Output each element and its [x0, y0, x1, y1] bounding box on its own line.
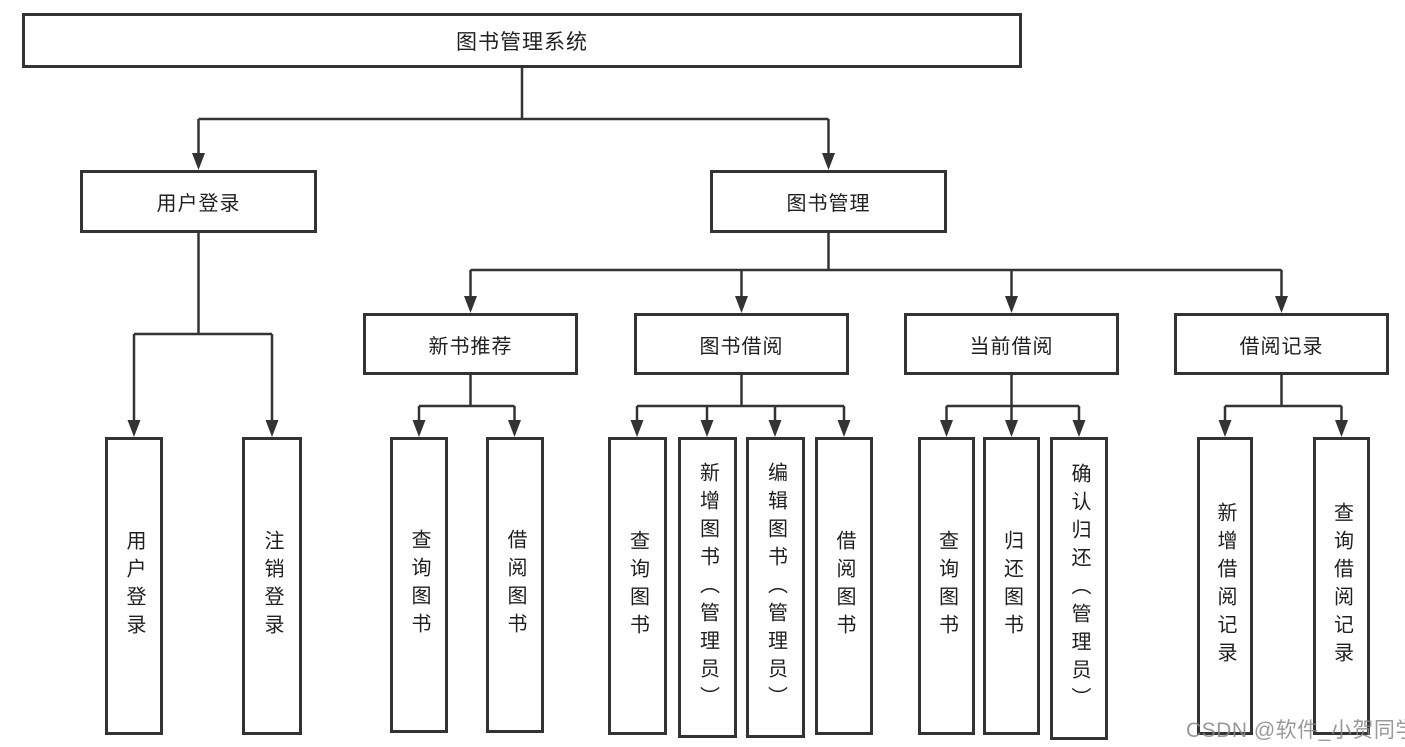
leaf-label: 查询图书 [626, 530, 649, 642]
leaf-label: 确认归还（管理员） [1068, 462, 1090, 715]
edge-current-children [945, 375, 1081, 420]
leaf-add-books-admin: 新增图书（管理员） [678, 437, 737, 738]
arrowhead-icon [837, 420, 851, 437]
node-library-management-system: 图书管理系统 [22, 13, 1022, 68]
leaf-query-books-current: 查询图书 [918, 437, 975, 735]
node-new-book-recommendation: 新书推荐 [363, 313, 578, 375]
csdn-watermark: CSDN @软件_小贺同学 [1186, 719, 1405, 742]
leaf-label: 用户登录 [123, 530, 145, 642]
arrowhead-icon [265, 420, 279, 437]
leaf-query-books-newbook: 查询图书 [390, 437, 448, 733]
leaf-label: 借阅图书 [504, 529, 526, 641]
edge-root-to-level2 [197, 68, 830, 153]
arrowhead-icon [630, 420, 644, 437]
arrowhead-icon [464, 296, 477, 313]
arrowhead-icon [700, 420, 714, 437]
arrowhead-icon [940, 420, 953, 437]
edge-borrow-children [635, 375, 846, 420]
leaf-query-borrow-record: 查询借阅记录 [1313, 437, 1370, 735]
node-book-borrowing: 图书借阅 [634, 313, 849, 375]
edge-bookmgmt-children [469, 233, 1283, 296]
leaf-label: 新增图书（管理员） [696, 461, 719, 714]
leaf-confirm-return-admin: 确认归还（管理员） [1050, 437, 1108, 740]
leaf-label: 归还图书 [1000, 530, 1023, 642]
leaf-label: 查询图书 [935, 530, 958, 642]
leaf-edit-books-admin: 编辑图书（管理员） [746, 437, 805, 738]
node-book-management: 图书管理 [710, 170, 947, 233]
node-user-login: 用户登录 [80, 170, 317, 233]
leaf-user-login: 用户登录 [105, 437, 163, 735]
arrowhead-icon [1218, 420, 1232, 437]
arrowhead-icon [822, 153, 835, 170]
leaf-borrow-books-newbook: 借阅图书 [486, 437, 544, 733]
arrowhead-icon [1275, 296, 1288, 313]
arrowhead-icon [127, 420, 141, 437]
arrowhead-icon [1072, 420, 1086, 437]
leaf-query-books-borrowing: 查询图书 [608, 437, 667, 735]
leaf-return-books: 归还图书 [983, 437, 1040, 735]
arrowhead-icon [412, 420, 426, 437]
arrowhead-icon [192, 153, 205, 170]
arrowheads [127, 153, 1348, 437]
leaf-borrow-books-borrowing: 借阅图书 [815, 437, 873, 735]
node-current-borrowing: 当前借阅 [904, 313, 1119, 375]
arrowhead-icon [768, 420, 782, 437]
arrowhead-icon [735, 296, 748, 313]
leaf-add-borrow-record: 新增借阅记录 [1197, 437, 1253, 735]
leaf-label: 新增借阅记录 [1214, 502, 1236, 670]
leaf-label: 注销登录 [261, 530, 283, 642]
arrowhead-icon [1335, 420, 1348, 437]
arrowhead-icon [1005, 420, 1018, 437]
edge-userlogin-children [132, 233, 274, 420]
edge-newbook-children [417, 375, 516, 420]
edge-records-children [1223, 375, 1343, 420]
arrowhead-icon [508, 420, 521, 437]
leaf-label: 借阅图书 [833, 530, 855, 642]
leaf-label: 查询借阅记录 [1330, 502, 1353, 670]
node-borrowing-records: 借阅记录 [1174, 313, 1389, 375]
arrowhead-icon [1005, 296, 1018, 313]
leaf-label: 编辑图书（管理员） [764, 461, 787, 714]
leaf-logout: 注销登录 [242, 437, 302, 735]
leaf-label: 查询图书 [408, 529, 430, 641]
